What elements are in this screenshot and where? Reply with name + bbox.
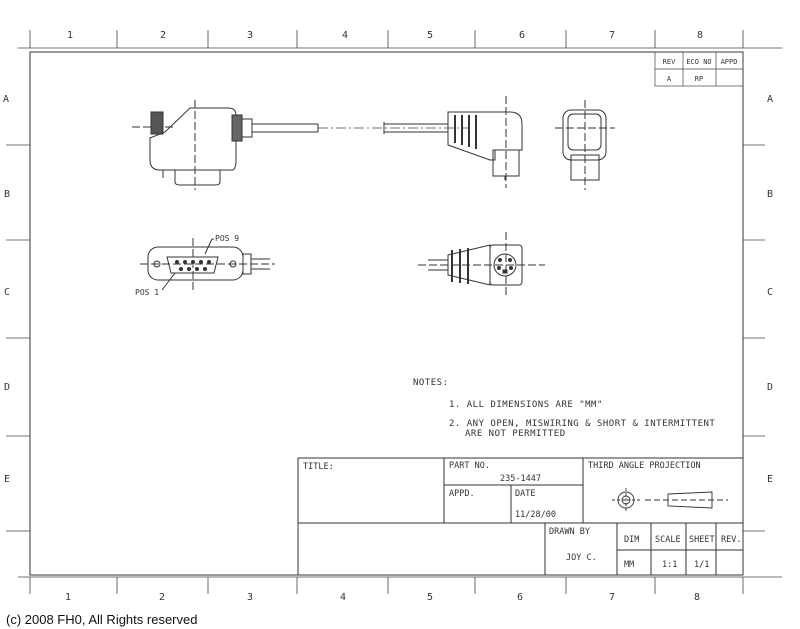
connector-side-view-left	[132, 100, 319, 190]
zone-col-bottom-6: 6	[517, 592, 523, 603]
connector-side-view-right	[383, 96, 523, 188]
zone-col-top-3: 3	[247, 30, 253, 41]
third-angle-projection-icon	[612, 488, 728, 512]
zone-col-top-8: 8	[697, 30, 703, 41]
zone-col-top-7: 7	[609, 30, 615, 41]
callout-pos1: POS 1	[135, 288, 159, 297]
revision-block	[654, 51, 744, 87]
zone-row-right-d: D	[767, 382, 773, 393]
mini-din-face-view	[418, 232, 545, 296]
zone-row-right-c: C	[767, 287, 773, 298]
zone-col-top-2: 2	[160, 30, 166, 41]
drawn-by-value: JOY C.	[566, 553, 597, 563]
part-no-label: PART NO.	[449, 461, 490, 471]
title-label: TITLE:	[303, 462, 334, 472]
rev-label: REV.	[721, 535, 742, 545]
rev-header-rev: REV	[663, 58, 676, 66]
rev-header-appd: APPD	[721, 58, 738, 66]
zone-col-bottom-8: 8	[694, 592, 700, 603]
note-item-1: 1. ALL DIMENSIONS ARE "MM"	[449, 400, 603, 410]
zone-row-left-a: A	[3, 94, 9, 105]
title-block	[297, 457, 744, 576]
notes-section: NOTES: 1. ALL DIMENSIONS ARE "MM" 2. ANY…	[413, 378, 715, 439]
zone-row-right-a: A	[767, 94, 773, 105]
zone-col-bottom-7: 7	[609, 592, 615, 603]
zone-col-bottom-5: 5	[427, 592, 433, 603]
zone-row-right-b: B	[767, 189, 773, 200]
drawing-border	[29, 51, 744, 576]
zone-row-left-b: B	[4, 189, 10, 200]
dim-value: MM	[624, 560, 635, 570]
appd-label: APPD.	[449, 489, 475, 499]
zone-row-right-e: E	[767, 474, 773, 485]
note-item-2-line1: 2. ANY OPEN, MISWIRING & SHORT & INTERMI…	[449, 419, 716, 429]
copyright-text: (c) 2008 FH0, All Rights reserved	[6, 612, 198, 627]
projection-label: THIRD ANGLE PROJECTION	[588, 461, 701, 471]
sheet-value: 1/1	[694, 560, 710, 570]
rev-header-eco: ECO NO	[686, 58, 711, 66]
zone-col-top-5: 5	[427, 30, 433, 41]
date-label: DATE	[515, 489, 536, 499]
zone-col-bottom-3: 3	[247, 592, 253, 603]
scale-label: SCALE	[655, 535, 681, 545]
part-no-value: 235-1447	[500, 474, 541, 484]
db9-face-view	[140, 238, 275, 292]
rev-row-rev: A	[667, 75, 672, 83]
date-value: 11/28/00	[515, 510, 556, 520]
zone-row-left-e: E	[4, 474, 10, 485]
zone-ticks	[6, 30, 765, 594]
zone-col-top-4: 4	[342, 30, 348, 41]
zone-row-left-d: D	[4, 382, 10, 393]
zone-row-left-c: C	[4, 287, 10, 298]
zone-col-bottom-1: 1	[65, 592, 71, 603]
callout-pos9: POS 9	[215, 234, 239, 243]
zone-col-bottom-2: 2	[159, 592, 165, 603]
note-item-2-line2: ARE NOT PERMITTED	[465, 429, 566, 439]
sheet-label: SHEET	[689, 535, 715, 545]
zone-col-top-6: 6	[519, 30, 525, 41]
connector-end-view	[555, 100, 615, 190]
zone-col-top-1: 1	[67, 30, 73, 41]
zone-col-bottom-4: 4	[340, 592, 346, 603]
zone-labels: 1 2 3 4 5 6 7 8 1 2 3 4 5 6 7 8 A B C D …	[3, 30, 773, 603]
dim-label: DIM	[624, 535, 640, 545]
rev-row-eco: RP	[695, 75, 703, 83]
scale-value: 1:1	[662, 560, 678, 570]
drawn-by-label: DRAWN BY	[549, 527, 590, 537]
notes-title: NOTES:	[413, 378, 449, 388]
